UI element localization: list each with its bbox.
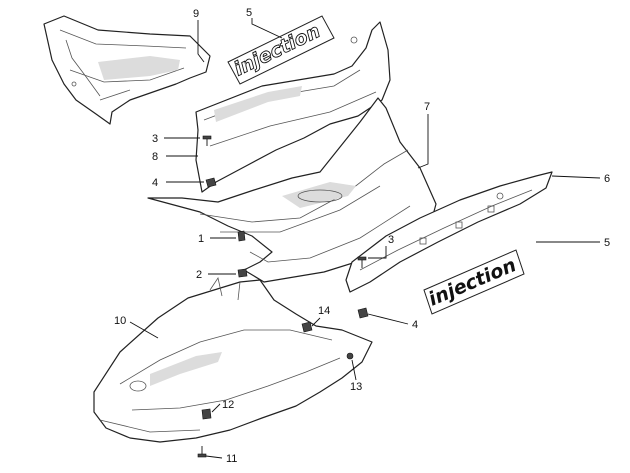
callout-1: 1 — [198, 233, 204, 245]
callout-labels: 9 5 3 8 4 7 6 1 3 5 2 14 4 10 13 12 11 — [114, 7, 610, 465]
hardware-clip-4b — [357, 307, 369, 319]
part-6-side-skirt — [345, 171, 553, 293]
callout-9: 9 — [193, 8, 199, 20]
hardware-clip-14 — [301, 321, 313, 333]
callout-11: 11 — [226, 453, 237, 465]
callout-13: 13 — [350, 381, 362, 393]
decal-right: injection — [423, 249, 525, 315]
hardware-screw-11 — [197, 446, 207, 458]
callout-12: 12 — [222, 399, 234, 411]
hardware-clip-4a — [205, 177, 217, 188]
callout-7: 7 — [424, 101, 430, 113]
hardware-screw-3b — [357, 256, 367, 268]
callout-14: 14 — [318, 305, 330, 317]
callout-3-upper: 3 — [152, 133, 158, 145]
decal-top: injection — [227, 15, 335, 85]
callout-5-top: 5 — [246, 7, 252, 19]
hardware-screw-3a — [202, 135, 212, 146]
part-7-footboard — [147, 97, 437, 283]
part-9-rear-fairing — [43, 15, 211, 125]
callout-5-right: 5 — [604, 237, 610, 249]
callout-8: 8 — [152, 151, 158, 163]
hardware-clip-12 — [201, 408, 212, 420]
callout-2: 2 — [196, 269, 202, 281]
callout-4-lower: 4 — [412, 319, 418, 331]
hardware-screw-13 — [346, 352, 354, 360]
leader-lines — [129, 18, 601, 459]
hardware-clip-2 — [237, 268, 248, 278]
callout-10: 10 — [114, 315, 126, 327]
part-10-bottom-cover — [93, 276, 373, 443]
hardware-clip-1 — [237, 230, 246, 242]
callout-4-upper: 4 — [152, 177, 158, 189]
callout-3-lower: 3 — [388, 234, 394, 246]
callout-6: 6 — [604, 173, 610, 185]
